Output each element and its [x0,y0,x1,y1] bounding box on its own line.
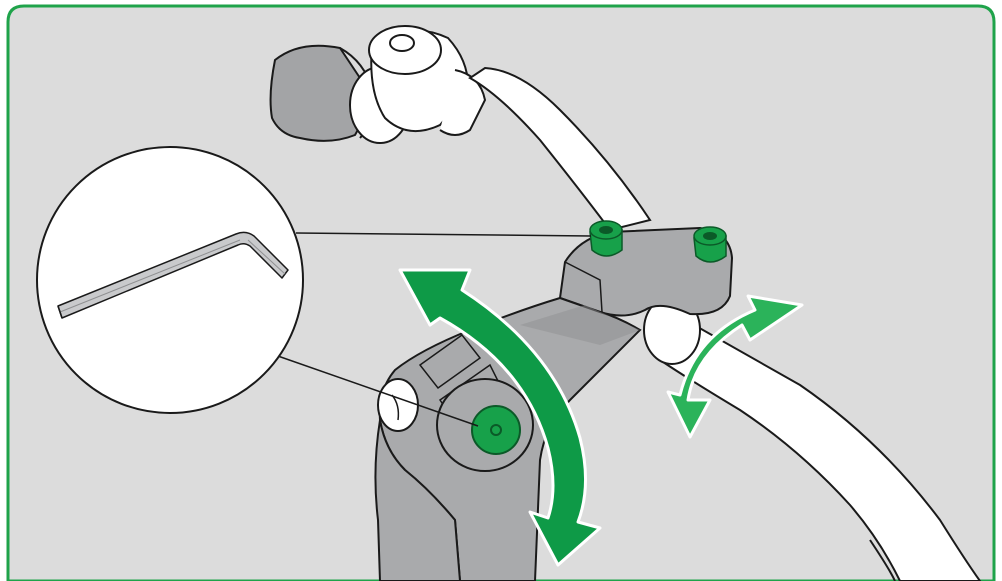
pivot-bolt [472,406,520,454]
clamp-bolt-right [694,227,726,262]
clamp-bolt-left [590,221,622,256]
hex-key-callout [37,147,303,413]
